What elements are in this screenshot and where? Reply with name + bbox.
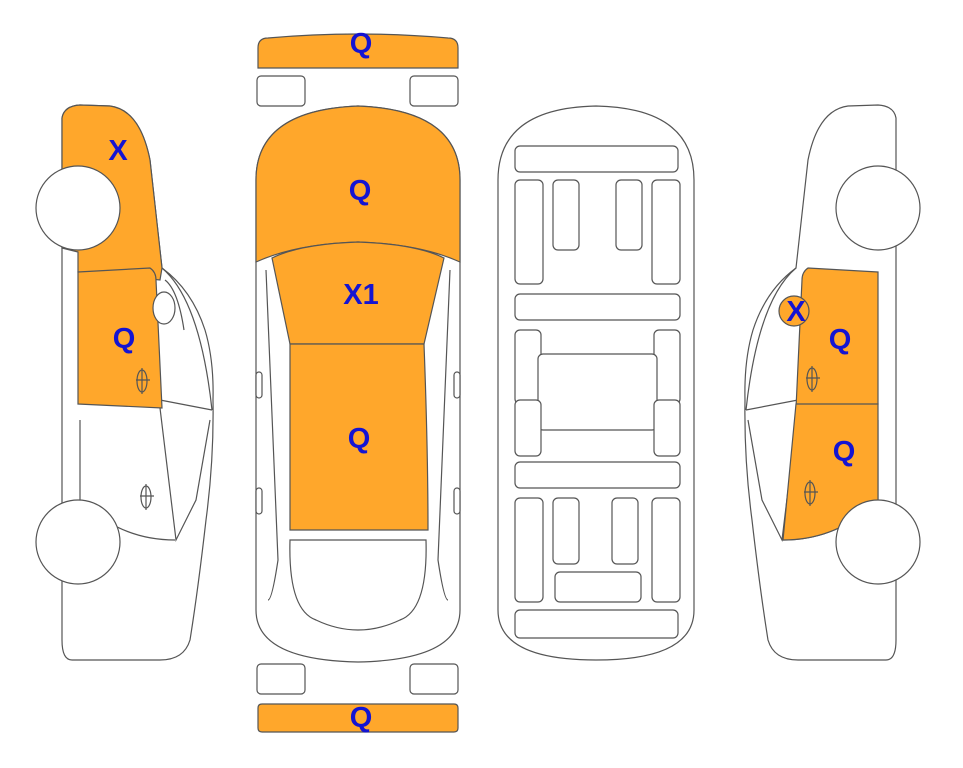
under-front-crossmember [514,145,679,173]
top-right-mirror [453,371,461,399]
right-front-handle [806,366,820,392]
rear-left-taillight [256,663,306,695]
right-rear-wheel [835,499,921,585]
windshield-panel [271,241,445,345]
under-floor-left-low [514,399,542,457]
under-rear-left-inner [552,497,580,565]
rear-bumper-label: Q [350,702,373,734]
left-front-wheel [35,165,121,251]
right-mirror [778,295,810,327]
top-view: Q Q X1 Q Q [255,28,461,734]
under-front-right-rail [651,179,681,285]
left-door-seam [159,407,211,543]
roof-label: Q [348,423,371,455]
left-rear-handle-grip [140,485,152,509]
roof-panel [289,343,429,531]
top-left-rear-mirror [255,487,263,515]
under-mid-crossmember [514,293,681,321]
left-window-inner [159,399,213,411]
right-front-handle-grip [806,367,818,391]
rear-window [289,539,427,631]
left-window-line [161,267,213,411]
right-window-inner [745,399,799,411]
top-left-mirror [255,371,263,399]
left-front-door-label: Q [113,323,136,355]
left-mirror [152,291,176,325]
left-front-door-panel [77,267,163,409]
under-front-left-rail [514,179,544,285]
left-hood-label: X [108,135,128,167]
left-front-handle [136,368,150,394]
underbody-view [497,105,695,661]
left-side-view: X Q [35,104,214,661]
right-rear-door-label: Q [833,436,856,468]
left-rear-wheel [35,499,121,585]
right-window-line [745,267,797,411]
rear-bumper-panel [257,703,459,733]
front-left-headlight [256,75,306,107]
under-floor-right [653,329,681,405]
right-rear-handle [804,480,818,506]
under-front-right-inner [615,179,643,251]
under-front-left-inner [552,179,580,251]
right-mirror-label: X [786,296,806,328]
rear-right-taillight [409,663,459,695]
under-rear-crossmember-end [514,609,679,639]
hood-label: Q [349,175,372,207]
right-side-view: X Q Q [744,104,921,661]
front-bumper-panel [257,33,459,69]
front-bumper-label: Q [350,28,373,60]
under-floor-right-low [653,399,681,457]
top-right-windows [437,269,451,601]
right-rear-handle-grip [804,481,816,505]
under-floor-centre [537,353,658,431]
under-rear-tank [554,571,642,603]
left-rear-handle [140,484,154,510]
top-right-rear-mirror [453,487,461,515]
windshield-label: X1 [343,279,378,311]
right-front-wheel [835,165,921,251]
under-rear-right-inner [611,497,639,565]
under-rear-right-rail [651,497,681,603]
top-left-windows [265,269,279,601]
under-rear-left-rail [514,497,544,603]
under-floor-left [514,329,542,405]
left-front-handle-grip [136,369,148,393]
front-right-headlight [409,75,459,107]
left-pillar [164,279,185,331]
right-front-door-label: Q [829,324,852,356]
under-rear-crossmember [514,461,681,489]
